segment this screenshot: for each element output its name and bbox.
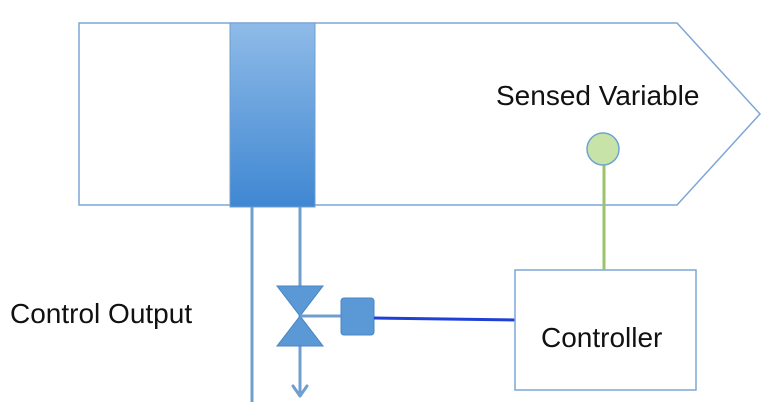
control-output-label: Control Output — [10, 298, 193, 329]
flow-arrow-icon — [291, 384, 309, 398]
control-signal-line — [373, 316, 516, 322]
valve-bottom-triangle — [275, 315, 325, 347]
valve-top-triangle — [275, 285, 325, 317]
sensed-variable-label: Sensed Variable — [496, 80, 700, 111]
actuator-box — [340, 297, 375, 336]
sensor-icon — [586, 132, 620, 166]
coil — [229, 22, 316, 208]
controller-box — [514, 269, 697, 391]
controller-label: Controller — [541, 322, 663, 353]
duct-outline — [78, 22, 762, 206]
